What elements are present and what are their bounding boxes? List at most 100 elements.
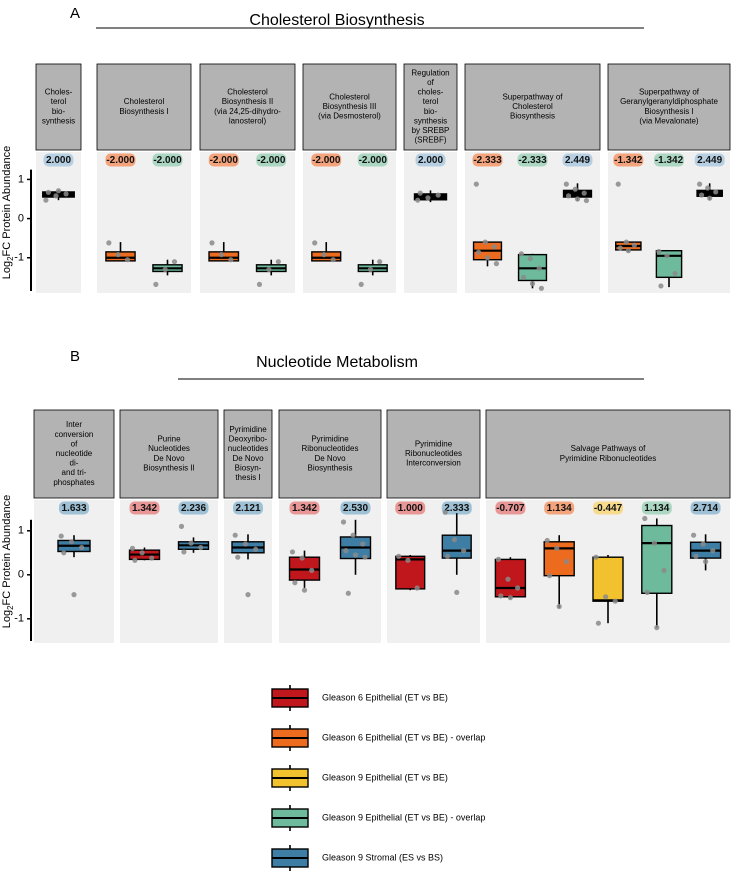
y-label-sub: 2 xyxy=(6,256,15,261)
z-score-badge xyxy=(694,153,725,167)
data-point xyxy=(61,550,67,556)
facet-panel xyxy=(224,500,272,643)
z-score-badge xyxy=(233,501,263,515)
facet-strip-line: Superpathway of xyxy=(502,93,563,102)
z-score-label: 1.134 xyxy=(644,503,669,514)
legend-label: Gleason 9 Epithelial (ET vs BE) xyxy=(322,772,448,782)
z-score-badge xyxy=(256,153,287,167)
data-point xyxy=(162,266,168,273)
facet-strip-line: thesis I xyxy=(235,473,260,482)
data-point xyxy=(377,259,383,265)
facet-strip-line: Biosynthesis II xyxy=(143,464,195,473)
facet-strip-line: Geranylgeranyldiphosphate xyxy=(620,97,718,106)
facet-strip-line: De Novo xyxy=(232,454,264,463)
z-score-label: -2.333 xyxy=(518,155,547,166)
facet-strip-line: Inter xyxy=(66,420,82,429)
data-point xyxy=(563,559,570,565)
z-score-label: -0.707 xyxy=(496,503,525,514)
z-score-label: -2.000 xyxy=(106,155,135,166)
legend-label: Gleason 6 Epithelial (ET vs BE) xyxy=(322,692,448,702)
facet-strip-line: Biosynthesis III xyxy=(323,102,377,111)
z-score-badge xyxy=(340,501,371,515)
y-label-part: FC Protein Abundance xyxy=(1,146,13,257)
facet-strip-line: Cholesterol xyxy=(329,93,370,102)
y-label-part: Log xyxy=(1,610,13,628)
data-point xyxy=(527,255,533,262)
data-point xyxy=(493,261,500,267)
z-score-badge xyxy=(562,153,593,167)
data-point xyxy=(139,550,145,556)
data-point xyxy=(583,197,590,204)
data-point xyxy=(603,594,609,600)
z-score-label: 1.633 xyxy=(61,503,86,514)
z-score-badge xyxy=(357,153,388,167)
y-tick-label: 0 xyxy=(18,569,24,581)
z-score-label: 1.000 xyxy=(398,503,423,514)
data-point xyxy=(362,554,368,560)
z-score-badge xyxy=(495,501,526,515)
data-point xyxy=(235,554,241,560)
z-score-badge xyxy=(43,153,74,167)
data-point xyxy=(644,589,650,596)
box-body xyxy=(592,556,624,602)
facet-strip-line: Pyrimidine xyxy=(311,435,349,444)
data-point xyxy=(661,567,667,574)
data-point xyxy=(461,548,467,554)
data-point xyxy=(45,189,52,195)
z-score-badge xyxy=(59,501,89,515)
data-point xyxy=(345,590,351,596)
data-point xyxy=(475,249,482,255)
data-point xyxy=(442,509,448,515)
facet-panel xyxy=(120,500,218,643)
facet-strip-line: Purine xyxy=(157,435,181,444)
legend-label: Gleason 9 Epithelial (ET vs BE) - overla… xyxy=(322,812,485,822)
facet-strip-line: Deoxyribo- xyxy=(229,435,268,444)
facet-strip-line: Ribonucleotides xyxy=(302,444,359,453)
data-point xyxy=(228,257,234,263)
z-score-label: 1.134 xyxy=(547,503,572,514)
data-point xyxy=(615,181,621,187)
data-point xyxy=(451,537,458,543)
data-point xyxy=(518,251,524,257)
z-score-badge xyxy=(517,153,548,167)
z-score-label: -2.000 xyxy=(153,155,182,166)
data-point xyxy=(556,603,562,610)
data-point xyxy=(132,557,138,563)
data-point xyxy=(417,190,423,196)
data-point xyxy=(631,242,637,248)
facet-strip-line: Pyrimidine xyxy=(415,440,453,449)
z-score-badge xyxy=(641,501,672,515)
facet-strip xyxy=(199,63,296,151)
facet-strip-line: terol xyxy=(51,97,67,106)
facet-strip-line: (SREBF) xyxy=(415,136,447,145)
data-point xyxy=(491,244,497,250)
data-point xyxy=(178,523,185,530)
z-score-label: -2.000 xyxy=(257,155,286,166)
data-point xyxy=(299,555,305,561)
data-point xyxy=(340,519,347,525)
box-body xyxy=(641,524,673,594)
box-body xyxy=(395,555,426,590)
z-score-label: 1.342 xyxy=(292,503,317,514)
facet-strip-line: bio- xyxy=(424,107,438,116)
data-point xyxy=(612,598,618,604)
facet-strip-line: Cholesterol xyxy=(227,88,268,97)
data-point xyxy=(595,620,602,626)
z-score-label: 2.000 xyxy=(418,155,443,166)
data-point xyxy=(672,270,678,277)
z-score-label: 2.449 xyxy=(697,155,722,166)
data-point xyxy=(232,532,238,538)
y-label-sub: 2 xyxy=(6,605,15,610)
data-point xyxy=(505,576,511,582)
z-score-badge xyxy=(544,501,575,515)
y-tick-label: -1 xyxy=(14,252,24,264)
facet-strip xyxy=(119,409,219,499)
data-point xyxy=(658,283,664,289)
